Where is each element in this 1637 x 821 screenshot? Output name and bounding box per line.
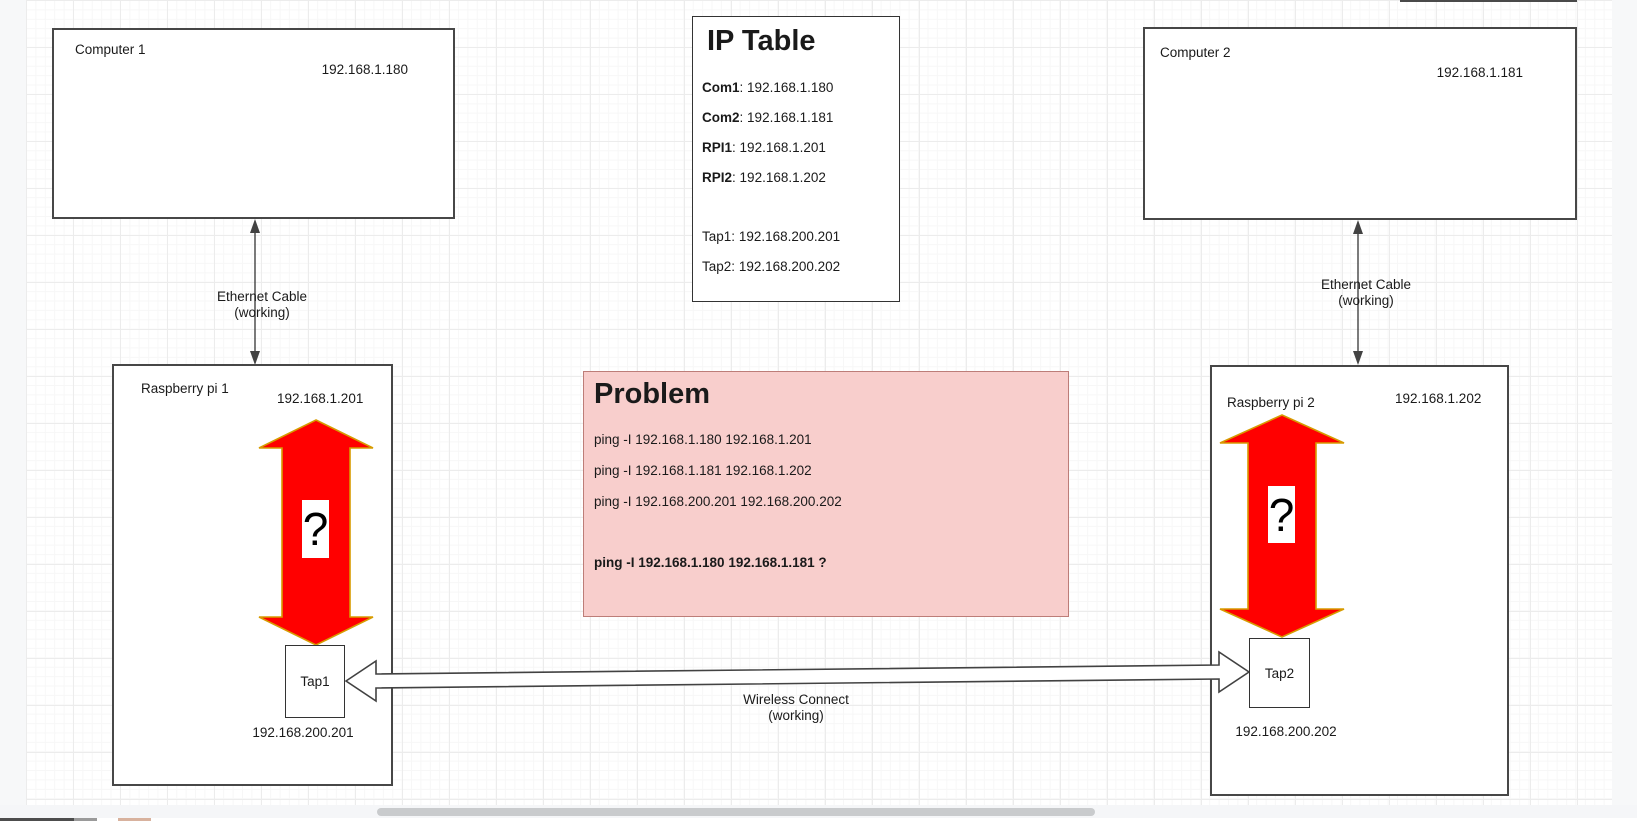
ip-table-title: IP Table bbox=[707, 25, 816, 57]
rpi1-question-mark[interactable]: ? bbox=[302, 500, 329, 558]
ethernet2-label: Ethernet Cable (working) bbox=[1320, 277, 1412, 308]
problem-title: Problem bbox=[594, 378, 711, 410]
ip-table-box[interactable]: IP Table Com1: 192.168.1.180 Com2: 192.1… bbox=[692, 16, 900, 302]
rpi1-ip: 192.168.1.201 bbox=[277, 391, 364, 406]
rpi2-title: Raspberry pi 2 bbox=[1227, 395, 1315, 410]
canvas-left-margin bbox=[0, 0, 26, 806]
tap2-label: Tap2 bbox=[1264, 665, 1295, 681]
ip-table-row-tap1: Tap1: 192.168.200.201 bbox=[702, 229, 841, 244]
computer2-box[interactable]: Computer 2 192.168.1.181 bbox=[1143, 27, 1577, 220]
bottom-edge-tan-sliver bbox=[118, 818, 151, 821]
problem-box[interactable]: Problem ping -I 192.168.1.180 192.168.1.… bbox=[583, 371, 1069, 617]
bottom-edge-dark-sliver bbox=[0, 818, 74, 821]
rpi2-ip: 192.168.1.202 bbox=[1395, 391, 1482, 406]
rpi2-question-mark[interactable]: ? bbox=[1268, 486, 1295, 543]
computer1-title: Computer 1 bbox=[75, 42, 146, 57]
ethernet-cable-2-arrow[interactable] bbox=[1353, 220, 1363, 365]
wireless-connect-label: Wireless Connect (working) bbox=[743, 692, 849, 723]
tap2-box[interactable]: Tap2 bbox=[1249, 638, 1310, 708]
rpi1-title: Raspberry pi 1 bbox=[141, 381, 229, 396]
ip-table-row-com2: Com2: 192.168.1.181 bbox=[702, 110, 834, 125]
ip-table-row-com1: Com1: 192.168.1.180 bbox=[702, 80, 834, 95]
bottom-edge-gray-sliver bbox=[74, 818, 97, 821]
tap1-label: Tap1 bbox=[300, 674, 330, 689]
cropped-top-edge-line bbox=[1400, 0, 1577, 2]
computer1-ip: 192.168.1.180 bbox=[321, 62, 408, 77]
tap1-ip: 192.168.200.201 bbox=[252, 725, 354, 740]
cropped-bottom-edge bbox=[0, 818, 1637, 821]
ip-table-row-rpi1: RPI1: 192.168.1.201 bbox=[702, 140, 826, 155]
ping-line-1: ping -I 192.168.1.180 192.168.1.201 bbox=[594, 432, 812, 447]
ethernet1-label: Ethernet Cable (working) bbox=[216, 289, 308, 320]
ping-question-line: ping -I 192.168.1.180 192.168.1.181 ? bbox=[594, 555, 827, 570]
ip-table-row-tap2: Tap2: 192.168.200.202 bbox=[702, 259, 841, 274]
horizontal-scrollbar-thumb[interactable] bbox=[377, 808, 1095, 816]
tap2-ip: 192.168.200.202 bbox=[1235, 724, 1337, 739]
computer1-box[interactable]: Computer 1 192.168.1.180 bbox=[52, 28, 455, 219]
tap1-box[interactable]: Tap1 bbox=[285, 645, 345, 718]
ip-table-row-rpi2: RPI2: 192.168.1.202 bbox=[702, 170, 826, 185]
canvas-right-margin bbox=[1612, 0, 1637, 806]
computer2-title: Computer 2 bbox=[1160, 45, 1231, 60]
computer2-ip: 192.168.1.181 bbox=[1436, 65, 1523, 80]
ping-line-2: ping -I 192.168.1.181 192.168.1.202 bbox=[594, 463, 812, 478]
ping-line-3: ping -I 192.168.200.201 192.168.200.202 bbox=[594, 494, 842, 509]
ethernet-cable-1-arrow[interactable] bbox=[250, 219, 260, 365]
